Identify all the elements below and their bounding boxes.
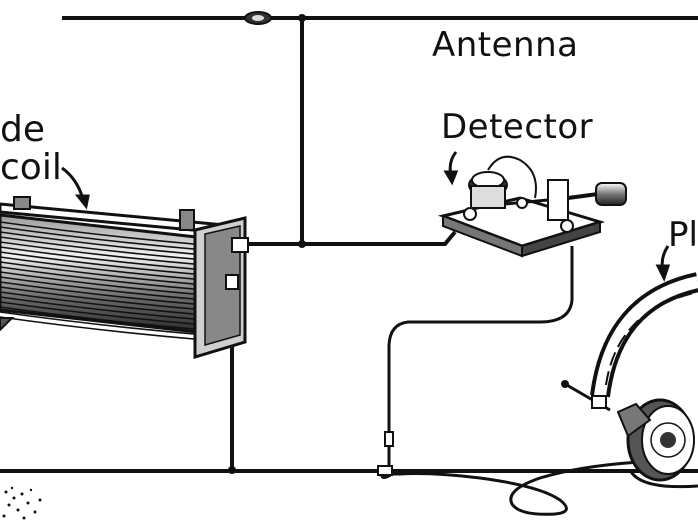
coil-winding	[0, 271, 206, 296]
crystal-detector-icon	[437, 155, 627, 258]
coil-winding	[0, 236, 206, 261]
coil-winding	[0, 306, 206, 331]
cord-tip-icon	[377, 465, 393, 476]
ground-patch	[2, 486, 42, 520]
headphones-icon	[561, 272, 698, 489]
coil-winding	[0, 246, 206, 271]
tuning-coil-icon	[0, 196, 249, 360]
coil-winding	[0, 311, 206, 336]
tuning-coil-label-line1: de	[0, 109, 45, 150]
label-arrows	[61, 151, 671, 282]
coil-winding	[0, 261, 206, 286]
coil-winding	[0, 266, 206, 291]
coil-winding	[0, 256, 206, 281]
lead-in-wire	[298, 14, 306, 248]
antenna-label: Antenna	[432, 25, 579, 65]
coil-winding	[0, 291, 206, 316]
coil-winding	[0, 296, 206, 321]
phone-cords	[377, 246, 641, 516]
coil-winding	[0, 281, 206, 306]
coil-to-detector-wire	[245, 230, 457, 246]
coil-winding	[0, 301, 206, 326]
coil-winding	[0, 241, 206, 266]
coil-winding	[0, 251, 206, 276]
coil-winding	[0, 226, 206, 251]
coil-winding	[0, 231, 206, 256]
antenna-wire	[62, 11, 698, 25]
coil-winding	[0, 276, 206, 301]
phones-label: Pl	[668, 215, 698, 255]
coil-winding	[0, 286, 206, 311]
coil-winding	[0, 316, 206, 341]
cord-tip-icon	[384, 431, 394, 447]
coil-winding	[0, 221, 206, 246]
detector-label: Detector	[441, 107, 594, 147]
tuning-coil-label-line2: coil	[0, 147, 62, 188]
